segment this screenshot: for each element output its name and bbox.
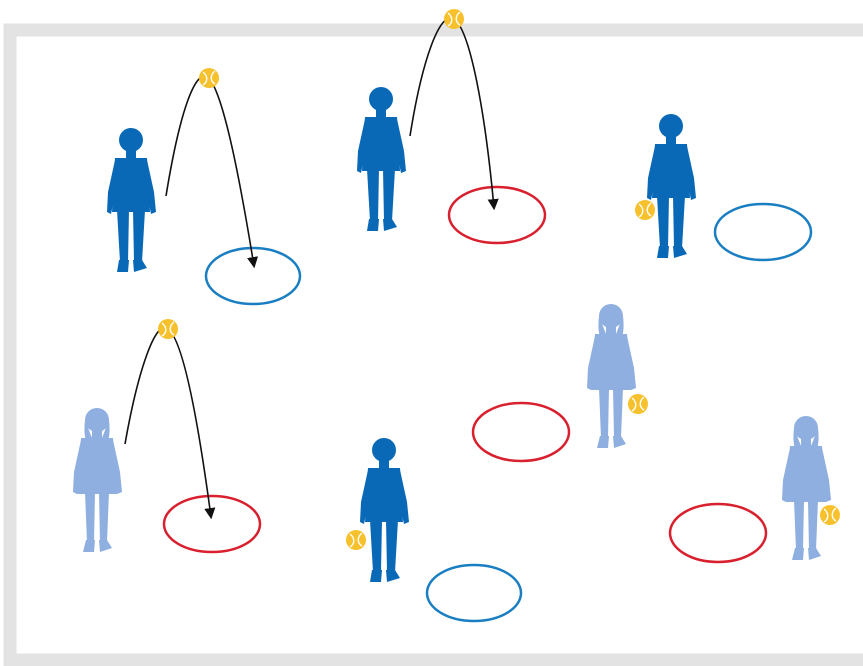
ball-in-hand	[628, 394, 648, 414]
court-border	[10, 30, 863, 660]
ball-in-hand	[346, 530, 366, 550]
ball-in-flight	[158, 319, 178, 339]
ball-in-flight	[444, 9, 464, 29]
ball-in-flight	[199, 68, 219, 88]
ball-in-hand	[635, 200, 655, 220]
ball-in-hand	[820, 505, 840, 525]
